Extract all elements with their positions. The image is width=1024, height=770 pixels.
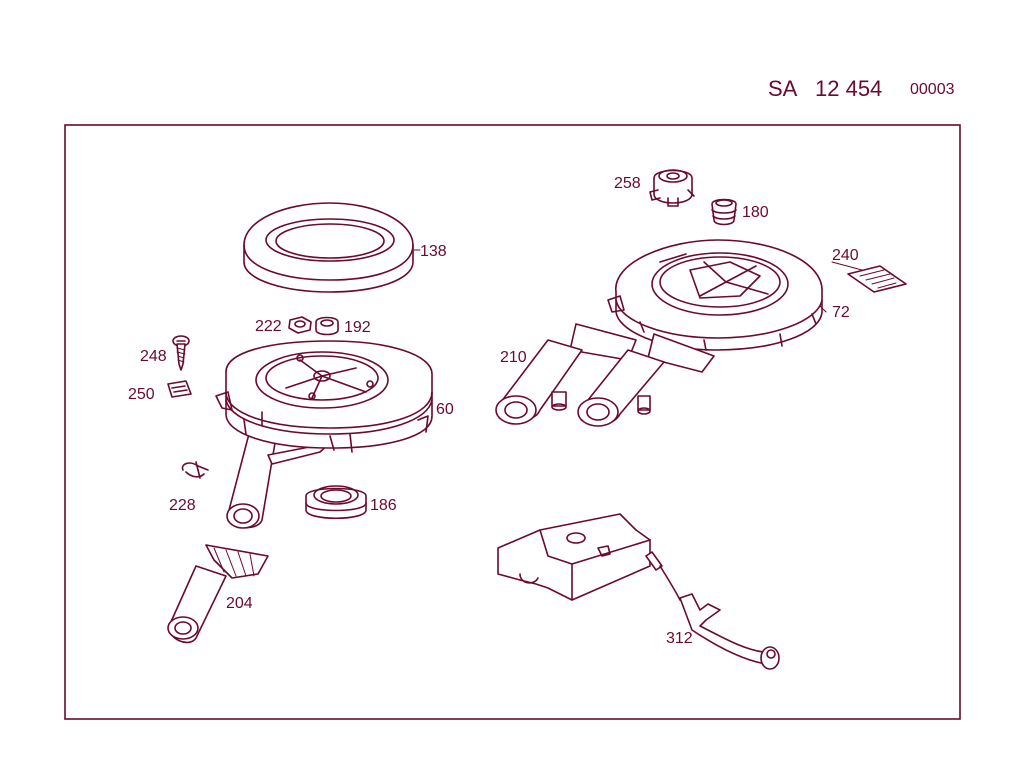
- label-210: 210: [500, 349, 527, 366]
- part-180-grommet: [711, 198, 737, 226]
- part-192-rubber-buffer: [315, 316, 339, 336]
- label-312: 312: [666, 630, 693, 647]
- part-186-sealing-ring: [305, 485, 367, 520]
- diagram-frame: [64, 124, 961, 720]
- label-250: 250: [128, 386, 155, 403]
- part-60-air-cleaner-housing: [215, 340, 433, 529]
- part-222-nut: [288, 316, 312, 334]
- part-204-intake-tube: [167, 544, 269, 644]
- label-240: 240: [832, 247, 859, 264]
- part-312-hose: [645, 551, 780, 670]
- diagram-code-number: 12 454: [815, 76, 883, 101]
- label-180: 180: [742, 204, 769, 221]
- part-258-valve: [649, 169, 695, 207]
- label-72: 72: [832, 304, 850, 321]
- engine-cover-outline: [497, 513, 651, 601]
- label-138: 138: [420, 243, 447, 260]
- diagram-sheet-number: 00003: [910, 81, 955, 98]
- part-138-sealing-ring: [243, 202, 414, 293]
- label-204: 204: [226, 595, 253, 612]
- label-186: 186: [370, 497, 397, 514]
- label-192: 192: [344, 319, 371, 336]
- diagram-code-prefix: SA: [768, 76, 798, 101]
- part-248-screw: [172, 335, 190, 371]
- label-248: 248: [140, 348, 167, 365]
- label-258: 258: [614, 175, 641, 192]
- part-240-label-plate: [847, 265, 907, 293]
- label-222: 222: [255, 318, 282, 335]
- label-228: 228: [169, 497, 196, 514]
- part-210-intake-tubes: [495, 323, 715, 427]
- label-60: 60: [436, 401, 454, 418]
- part-228-clamp: [181, 461, 209, 479]
- part-72-air-cleaner-housing: [607, 239, 823, 351]
- leader-lines: [413, 249, 863, 313]
- part-250-clip-nut: [167, 380, 192, 398]
